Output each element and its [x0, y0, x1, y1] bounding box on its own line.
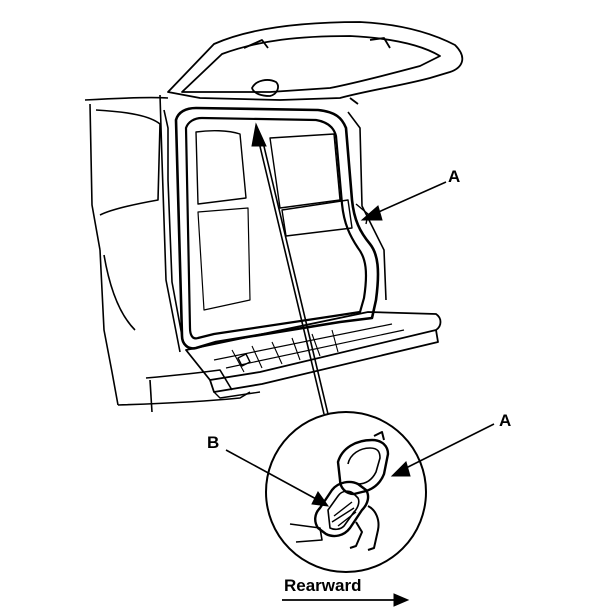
- detail-leader-line: [257, 137, 325, 415]
- body-rear-lower: [99, 249, 119, 406]
- tailgate-liner-a: [213, 323, 393, 361]
- door-opening: [163, 106, 387, 350]
- tailgate: [185, 311, 442, 399]
- liftgate: [167, 21, 464, 105]
- body-pillar: [159, 94, 181, 353]
- bumper-edge: [145, 369, 233, 391]
- rear-seat-back: [269, 133, 341, 209]
- vehicle-body: [84, 94, 251, 413]
- weatherstrip-cross-section: [289, 431, 390, 551]
- tailgate-ribs: [231, 329, 339, 373]
- label-rearward: Rearward: [284, 576, 361, 595]
- detail-circle: [265, 411, 427, 573]
- label-a-bottom: A: [499, 411, 511, 430]
- label-b: B: [207, 433, 219, 452]
- tailgate-latch: [237, 353, 251, 367]
- callout-a-top: [360, 181, 447, 221]
- side-panel: [95, 109, 161, 216]
- body-side-upper: [89, 103, 101, 251]
- left-pillar-trim: [163, 109, 183, 337]
- callout-b-arrowhead: [311, 491, 330, 507]
- left-trim-panel: [197, 207, 251, 311]
- seal-tip: [373, 431, 385, 441]
- seal-lip-2: [367, 505, 380, 551]
- side-window: [195, 129, 247, 205]
- seat-cushion: [281, 199, 353, 237]
- detail-leader-arrowhead: [251, 122, 267, 147]
- liftgate-strut: [349, 97, 359, 105]
- clamp-channel-inner: [327, 490, 360, 531]
- clamp-teeth: [331, 501, 357, 527]
- callout-a-bottom-leader: [401, 423, 495, 471]
- wheel-arch: [103, 254, 136, 331]
- callout-a-top-leader: [373, 181, 447, 215]
- liftgate-hinge-mid: [369, 37, 391, 49]
- detail-leader-line-2: [261, 137, 329, 415]
- callout-b-leader: [225, 449, 319, 501]
- seal-bulb-inner: [347, 447, 381, 485]
- tailgate-front: [209, 329, 439, 393]
- liftgate-hinge-left: [243, 39, 269, 49]
- callout-a-bottom: [390, 423, 495, 477]
- callout-b: [225, 449, 330, 507]
- rearward-arrow: [282, 593, 410, 607]
- opening-frame-inner: [184, 116, 368, 340]
- callout-a-bottom-arrowhead: [390, 461, 411, 477]
- roof-line: [84, 96, 169, 101]
- callout-a-top-arrowhead: [360, 205, 383, 221]
- seal-lip-1: [349, 521, 363, 549]
- body-flange: [289, 523, 323, 543]
- tailgate-top: [185, 311, 442, 381]
- lower-trim: [149, 379, 153, 413]
- liftgate-handle: [251, 79, 279, 97]
- tailgate-liner-b: [225, 329, 405, 369]
- label-a-top: A: [448, 167, 460, 186]
- rearward-arrow-head: [393, 593, 410, 607]
- clamp-channel-b: [314, 480, 370, 538]
- right-bracket: [355, 203, 369, 225]
- bumper: [117, 391, 251, 406]
- tailgate-bottom-edge: [213, 391, 261, 399]
- liftgate-inner: [181, 35, 441, 93]
- detail-leader: [251, 122, 329, 415]
- liftgate-outer: [167, 21, 464, 101]
